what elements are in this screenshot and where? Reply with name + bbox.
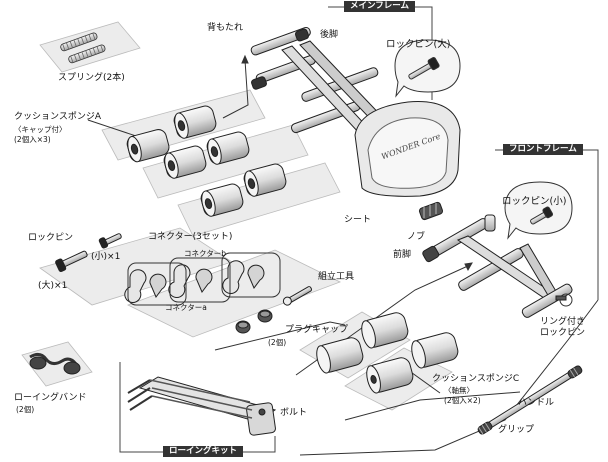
rowing-kit (127, 376, 277, 436)
main-frame (250, 26, 461, 221)
cushion-a-note2: (2個入×3) (14, 135, 51, 144)
handle-label: ハンドル (518, 398, 555, 408)
front-leg-label: 前脚 (393, 250, 412, 260)
cushion-c-label: クッションスポンジC (432, 374, 520, 384)
lock-pin-large-qty: (大)×1 (38, 281, 68, 291)
lock-pin-large-bubble (394, 39, 461, 98)
handle (477, 365, 583, 435)
rowing-band (29, 352, 81, 375)
knob-label: ノブ (407, 232, 426, 242)
lock-pin-small-qty: (小)×1 (91, 252, 121, 262)
seat-label: シート (344, 215, 372, 225)
connector-a-label: コネクターa (165, 303, 207, 312)
cushion-sponge-a (126, 105, 287, 217)
connector-tray (126, 249, 342, 338)
cushion-sponge-c (316, 312, 459, 394)
bolt-label: ボルト (280, 408, 308, 418)
lock-pin-large-bubble-label: ロックピン(大) (386, 39, 451, 50)
cushion-c-note1: 〈軸無〉 (444, 386, 474, 395)
spring-label: スプリング(2本) (58, 73, 125, 83)
rowing-kit-tag: ローイングキット (163, 446, 244, 457)
rear-leg-label: 後脚 (320, 30, 339, 40)
rowing-band-label: ローイングバンド (14, 393, 87, 403)
cushion-a-note1: 〈キャップ付〉 (14, 125, 67, 134)
grip-label: グリップ (498, 425, 535, 435)
rowing-band-qty: (2個) (16, 405, 35, 414)
connector-label: コネクター(3セット) (148, 232, 233, 242)
cushion-c-note2: (2個入×2) (444, 396, 481, 405)
cushion-a-label: クッションスポンジA (14, 112, 101, 122)
lock-pin-small-bubble (504, 181, 573, 240)
backrest-label: 背もたれ (207, 23, 244, 33)
lock-pin-small-bubble-label: ロックピン(小) (502, 196, 567, 207)
plug-cap-label: プラグキャップ (285, 325, 349, 335)
plug-caps (235, 309, 273, 334)
loose-lock-pins (55, 233, 122, 273)
ring-lock-pin-label-2: ロックピン (540, 328, 586, 338)
ring-lock-pin-label-1: リング付き (540, 317, 586, 327)
main-frame-tag: メインフレーム (344, 1, 415, 12)
front-frame (422, 214, 573, 318)
plug-cap-qty: (2個) (268, 338, 287, 347)
spring-tray (39, 21, 141, 73)
front-frame-tag: フロントフレーム (503, 144, 583, 155)
assembly-tool-label: 組立工具 (318, 272, 355, 282)
connector-b-label: コネクターb (184, 249, 226, 258)
springs (60, 32, 106, 64)
lock-pin-label: ロックピン (28, 233, 74, 243)
connectors (124, 252, 281, 306)
assembly-tool (282, 286, 313, 306)
